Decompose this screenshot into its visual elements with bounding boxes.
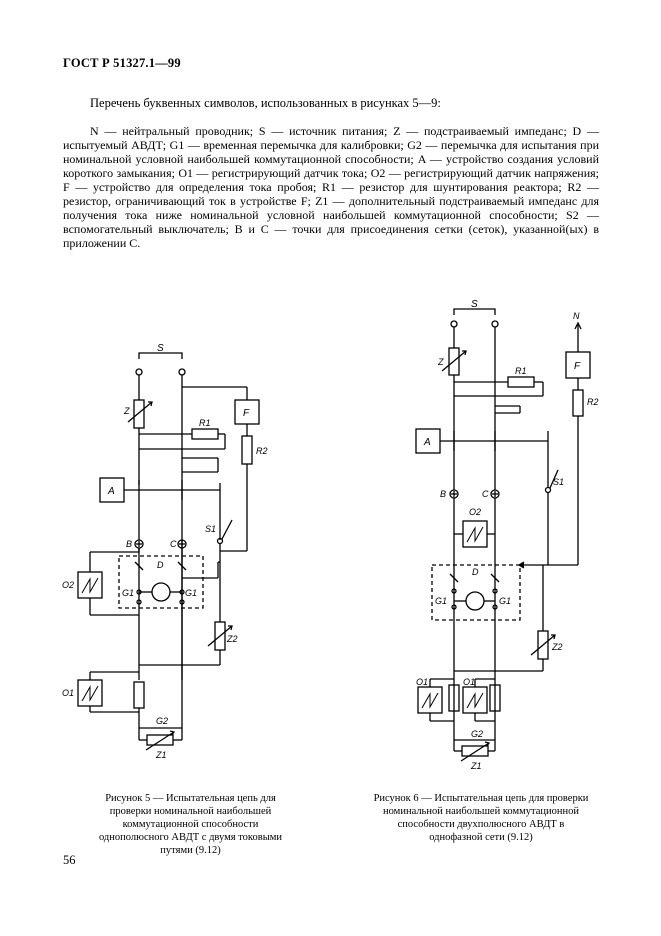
fig5-label-z: Z: [123, 406, 130, 416]
fig6-label-r2: R2: [587, 397, 599, 407]
figure-6-caption: Рисунок 6 — Испытательная цепь для прове…: [373, 793, 589, 843]
fig6-label-n: N: [573, 311, 580, 321]
fig5-label-b: B: [126, 539, 132, 549]
fig5-label-g2: G2: [156, 716, 168, 726]
fig6-label-c: C: [482, 489, 489, 499]
fig5-label-o2: O2: [62, 580, 74, 590]
fig6-label-z2: Z2: [551, 642, 563, 652]
fig5-label-a: A: [107, 486, 115, 497]
fig5-label-g1-right: G1: [185, 588, 197, 598]
fig5-label-r2: R2: [256, 446, 268, 456]
fig6-label-g1-right: G1: [499, 596, 511, 606]
fig6-label-o2: O2: [469, 507, 481, 517]
figure-5-circuit-diagram: S Z F R2 R1 A S1 B C O2 D: [62, 343, 268, 760]
fig5-label-f: F: [243, 408, 250, 419]
fig6-label-o1-left: O1: [416, 677, 428, 687]
figure-5-caption: Рисунок 5 — Испытательная цепь для прове…: [98, 793, 283, 856]
symbols-legend: N — нейтральный проводник; S — источник …: [63, 124, 599, 250]
fig5-label-z1: Z1: [155, 750, 167, 760]
fig6-label-s1: S1: [553, 477, 564, 487]
fig5-label-s: S: [157, 343, 164, 354]
fig5-label-g1-left: G1: [122, 588, 134, 598]
fig5-label-d: D: [157, 560, 164, 570]
fig6-label-b: B: [440, 489, 446, 499]
fig5-label-c: C: [170, 539, 177, 549]
page-number: 56: [63, 853, 76, 867]
fig6-label-s: S: [471, 299, 478, 310]
fig6-label-d: D: [472, 567, 479, 577]
fig5-label-z2: Z2: [226, 634, 238, 644]
fig6-label-a: A: [423, 437, 431, 448]
fig6-label-g2: G2: [471, 729, 483, 739]
fig5-label-r1: R1: [199, 418, 211, 428]
fig6-label-g1-left: G1: [435, 596, 447, 606]
fig6-label-r1: R1: [515, 366, 527, 376]
symbols-intro: Перечень буквенных символов, использован…: [90, 96, 441, 110]
fig6-label-z: Z: [437, 357, 444, 367]
figure-6-circuit-diagram: S N F R2 Z R1 A S1 B C O2 D G1 G1: [415, 299, 599, 771]
fig6-label-o1-right: O1: [463, 677, 475, 687]
document-header: ГОСТ Р 51327.1—99: [63, 56, 181, 70]
fig5-label-s1: S1: [205, 524, 216, 534]
fig6-label-z1: Z1: [470, 761, 482, 771]
fig6-label-f: F: [574, 361, 581, 372]
fig5-label-o1: O1: [62, 688, 74, 698]
